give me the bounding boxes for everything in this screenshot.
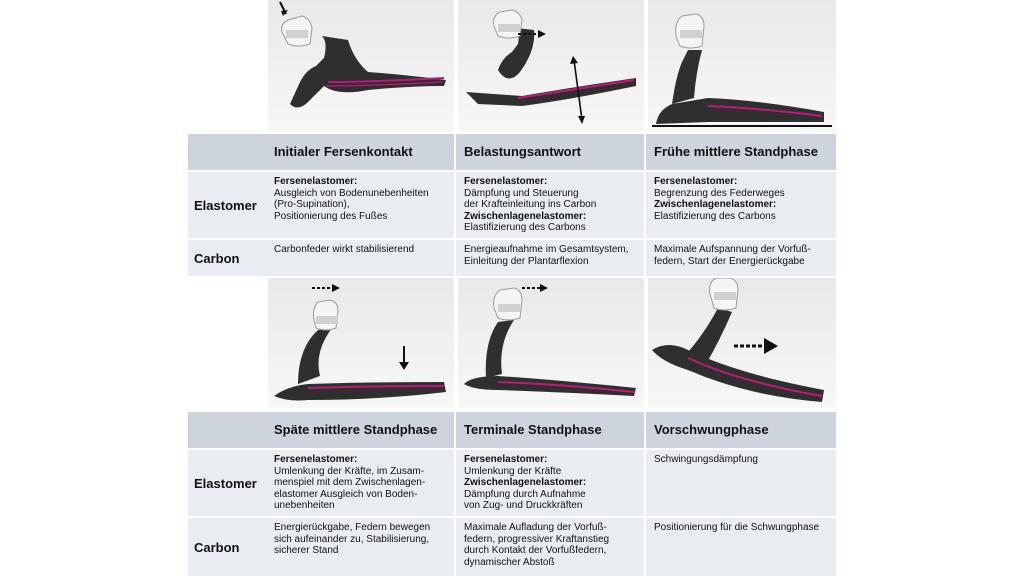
elastomer-cell: Fersenelastomer:Ausgleich von Bodenunebe… bbox=[274, 176, 429, 222]
cell-line: Energierückgabe, Federn bewegen bbox=[274, 522, 431, 533]
foot-image-preswing bbox=[648, 278, 836, 408]
cell-line: Schwingungsdämpfung bbox=[654, 454, 758, 465]
row-label-elastomer: Elastomer bbox=[194, 476, 257, 491]
phase-title-preswing: Vorschwungphase bbox=[654, 422, 769, 437]
cell-heading: Fersenelastomer: bbox=[464, 454, 548, 465]
cell-line: elastomer Ausgleich von Boden- bbox=[274, 488, 418, 500]
cell-line: federn, Start der Energierückgabe bbox=[654, 255, 805, 267]
cell-line: Umlenkung der Kräfte, im Zusam- bbox=[274, 465, 425, 477]
foot-image-early-midstance bbox=[648, 0, 836, 132]
cell-heading: Zwischenlagenelastomer: bbox=[464, 477, 587, 489]
comparison-sheet: Initialer Fersenkontakt Belastungsantwor… bbox=[188, 0, 836, 576]
cell-line: sich aufeinander zu, Stabilisierung, bbox=[274, 533, 430, 545]
cell-line: Elastifizierung des Carbons bbox=[654, 210, 776, 222]
row-label-carbon: Carbon bbox=[194, 251, 240, 266]
elastomer-cell: Fersenelastomer:Umlenkung der Kräfte, im… bbox=[274, 454, 425, 512]
bottom-phase-header: Späte mittlere Standphase Terminale Stan… bbox=[188, 412, 836, 448]
phase-title-late-midstance: Späte mittlere Standphase bbox=[274, 422, 438, 437]
cell-line: Maximale Aufladung der Vorfuß- bbox=[464, 522, 607, 533]
column-separator bbox=[454, 0, 456, 576]
row-label-elastomer: Elastomer bbox=[194, 198, 257, 213]
carbon-cell: Positionierung für die Schwungphase bbox=[654, 522, 819, 534]
cell-line: Dämpfung und Steuerung bbox=[464, 187, 579, 199]
top-elastomer-row: Elastomer Fersenelastomer:Ausgleich von … bbox=[188, 172, 836, 238]
foot-image-heel-contact bbox=[268, 0, 454, 132]
carbon-cell: Energieaufnahme im Gesamtsystem,Einleitu… bbox=[464, 244, 629, 267]
cell-line: von Zug- und Druckkräften bbox=[464, 500, 583, 512]
cell-heading: Fersenelastomer: bbox=[654, 176, 738, 187]
cell-line: Einleitung der Plantarflexion bbox=[464, 255, 589, 267]
foot-image-terminal-stance bbox=[458, 278, 644, 408]
cell-heading: Fersenelastomer: bbox=[274, 454, 358, 465]
carbon-cell: Maximale Aufspannung der Vorfuß-federn, … bbox=[654, 244, 811, 267]
row-label-carbon: Carbon bbox=[194, 540, 240, 555]
bottom-elastomer-row: Elastomer Fersenelastomer:Umlenkung der … bbox=[188, 450, 836, 516]
column-separator bbox=[644, 0, 646, 576]
cell-line: menspiel mit dem Zwischenlagen- bbox=[274, 477, 426, 489]
cell-line: Dämpfung durch Aufnahme bbox=[464, 488, 586, 500]
cell-line: (Pro-Supination), bbox=[274, 199, 350, 211]
elastomer-cell: Schwingungsdämpfung bbox=[654, 454, 758, 466]
cell-line: Begrenzung des Federweges bbox=[654, 187, 785, 199]
cell-line: Ausgleich von Bodenunebenheiten bbox=[274, 187, 429, 199]
cell-line: sicherer Stand bbox=[274, 545, 339, 557]
top-carbon-row: Carbon Carbonfeder wirkt stabilisierend … bbox=[188, 240, 836, 276]
cell-heading: Zwischenlagenelastomer: bbox=[464, 210, 587, 222]
cell-line: durch Kontakt der Vorfußfedern, bbox=[464, 545, 607, 557]
phase-title-heel-contact: Initialer Fersenkontakt bbox=[274, 144, 413, 159]
cell-line: Energieaufnahme im Gesamtsystem, bbox=[464, 244, 629, 255]
cell-line: Carbonfeder wirkt stabilisierend bbox=[274, 244, 415, 255]
cell-line: federn, progressiver Kraftanstieg bbox=[464, 533, 610, 545]
foot-image-late-midstance bbox=[268, 278, 454, 408]
phase-title-terminal-stance: Terminale Standphase bbox=[464, 422, 602, 437]
phase-title-loading-response: Belastungsantwort bbox=[464, 144, 582, 159]
elastomer-cell: Fersenelastomer:Begrenzung des Federwege… bbox=[654, 176, 785, 222]
cell-line: Positionierung für die Schwungphase bbox=[654, 522, 820, 533]
cell-heading: Fersenelastomer: bbox=[274, 176, 358, 187]
carbon-cell: Carbonfeder wirkt stabilisierend bbox=[274, 244, 414, 256]
foot-image-loading-response bbox=[458, 0, 644, 132]
cell-heading: Zwischenlagenelastomer: bbox=[654, 199, 777, 211]
cell-heading: Fersenelastomer: bbox=[464, 176, 548, 187]
cell-line: der Krafteinleitung ins Carbon bbox=[464, 199, 597, 211]
cell-line: Umlenkung der Kräfte bbox=[464, 465, 562, 477]
phase-title-early-midstance: Frühe mittlere Standphase bbox=[654, 144, 818, 159]
cell-line: dynamischer Abstoß bbox=[464, 556, 555, 568]
cell-line: Positionierung des Fußes bbox=[274, 210, 388, 222]
cell-line: Maximale Aufspannung der Vorfuß- bbox=[654, 244, 811, 255]
carbon-cell: Maximale Aufladung der Vorfuß-federn, pr… bbox=[464, 522, 609, 568]
cell-line: unebenheiten bbox=[274, 500, 335, 512]
cell-line: Elastifizierung des Carbons bbox=[464, 222, 586, 234]
top-phase-header: Initialer Fersenkontakt Belastungsantwor… bbox=[188, 134, 836, 170]
